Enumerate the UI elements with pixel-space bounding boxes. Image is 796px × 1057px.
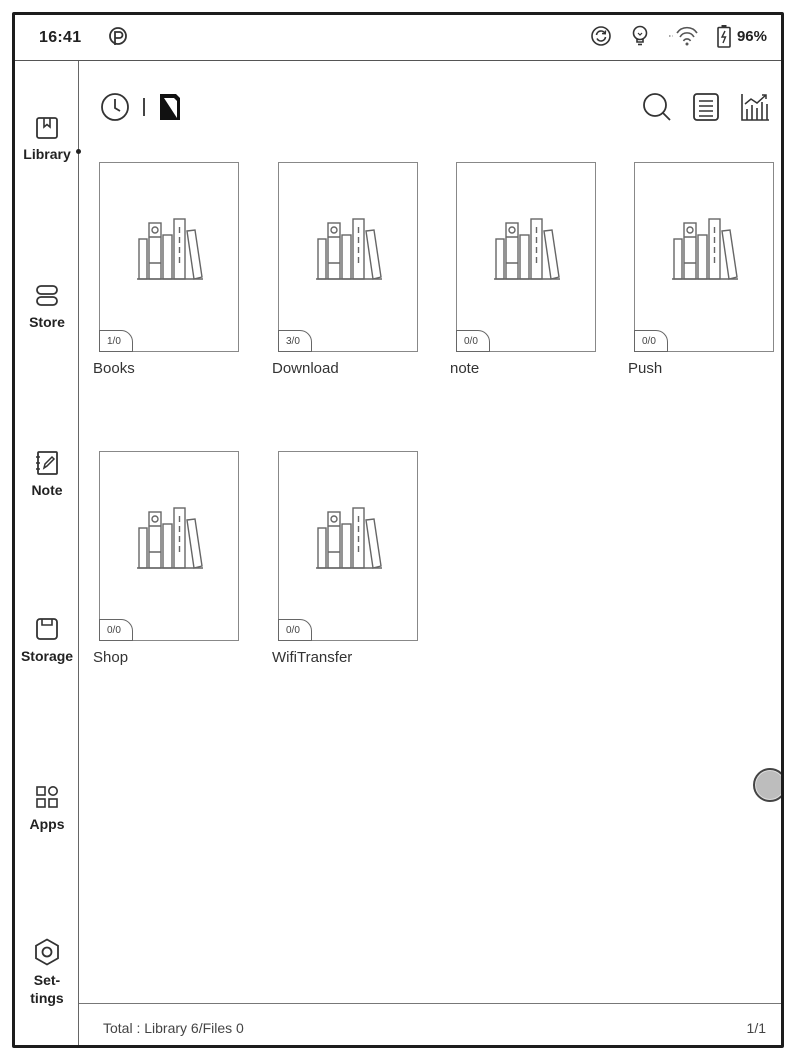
folder-name: Push (628, 360, 663, 377)
sidebar-item-note[interactable]: Note (15, 449, 79, 499)
sidebar-item-label: Note (31, 482, 63, 498)
wifi-icon[interactable] (667, 24, 701, 48)
clock: 16:41 (39, 29, 82, 46)
search-icon[interactable] (641, 91, 673, 123)
toolbar-separator (143, 98, 145, 116)
sidebar: Library Store Note Storage (15, 61, 81, 1045)
item-count-badge: 0/0 (99, 619, 133, 641)
active-indicator (76, 149, 81, 154)
folder-cover: 0/0 (634, 162, 774, 352)
folder-cover: 3/0 (278, 162, 418, 352)
folder-cover: 0/0 (99, 451, 239, 641)
sidebar-item-library[interactable]: Library (15, 115, 81, 163)
footer-bar: Total : Library 6/Files 0 1/1 (79, 1003, 781, 1045)
folder-cover: 0/0 (278, 451, 418, 641)
sidebar-item-settings[interactable]: Set-tings (15, 937, 79, 1007)
folder-push[interactable]: 0/0 Push (628, 162, 774, 377)
bookshelf-icon (316, 507, 382, 569)
item-count-badge: 3/0 (278, 330, 312, 352)
recent-clock-icon[interactable] (99, 91, 131, 123)
sidebar-item-apps[interactable]: Apps (15, 783, 79, 833)
sidebar-item-label: Apps (29, 816, 65, 832)
sidebar-item-label: Set-tings (30, 972, 64, 1006)
statistics-chart-icon[interactable] (739, 91, 771, 123)
notification-p-icon (109, 27, 127, 45)
item-count-badge: 0/0 (278, 619, 312, 641)
bookshelf-icon (137, 507, 203, 569)
item-count-badge: 0/0 (634, 330, 668, 352)
sidebar-item-label: Storage (20, 648, 74, 664)
light-bulb-icon[interactable] (629, 24, 651, 48)
bookshelf-icon (672, 218, 738, 280)
page-indicator[interactable]: 1/1 (746, 1019, 766, 1036)
folder-note[interactable]: 0/0 note (450, 162, 596, 377)
folder-name: Shop (93, 649, 129, 666)
folder-name: Download (272, 360, 339, 377)
bookshelf-icon (316, 218, 382, 280)
bookshelf-view-icon[interactable] (157, 92, 183, 122)
sidebar-item-storage[interactable]: Storage (15, 615, 79, 665)
apps-icon (36, 786, 58, 808)
sidebar-item-store[interactable]: Store (15, 283, 79, 331)
folder-name: Books (93, 360, 135, 377)
library-total-text: Total : Library 6/Files 0 (103, 1019, 244, 1036)
library-icon (36, 117, 58, 139)
folder-cover: 0/0 (456, 162, 596, 352)
battery-percent: 96% (736, 27, 767, 45)
folder-cover: 1/0 (99, 162, 239, 352)
note-icon (36, 451, 58, 475)
device-screen: 16:41 (12, 12, 784, 1048)
settings-icon (35, 938, 59, 966)
battery-icon (717, 25, 731, 48)
toolbar-right (641, 91, 771, 123)
sync-icon[interactable] (589, 24, 613, 48)
folder-name: WifiTransfer (272, 649, 353, 666)
item-count-badge: 0/0 (456, 330, 490, 352)
folder-download[interactable]: 3/0 Download (272, 162, 418, 377)
list-view-icon[interactable] (691, 91, 721, 123)
bookshelf-icon (137, 218, 203, 280)
bookshelf-icon (494, 218, 560, 280)
storage-icon (36, 618, 58, 640)
store-icon (36, 285, 58, 306)
toolbar-left (99, 91, 183, 123)
folder-shop[interactable]: 0/0 Shop (93, 451, 239, 666)
status-bar: 16:41 (15, 15, 781, 61)
folder-name: note (450, 360, 480, 377)
sidebar-item-label: Library (23, 146, 71, 162)
sidebar-item-label: Store (29, 314, 65, 330)
folder-wifitransfer[interactable]: 0/0 WifiTransfer (272, 451, 418, 666)
battery-status: 96% (717, 24, 767, 48)
folder-books[interactable]: 1/0 Books (93, 162, 239, 377)
item-count-badge: 1/0 (99, 330, 133, 352)
floating-navigation-ball[interactable] (753, 768, 781, 802)
